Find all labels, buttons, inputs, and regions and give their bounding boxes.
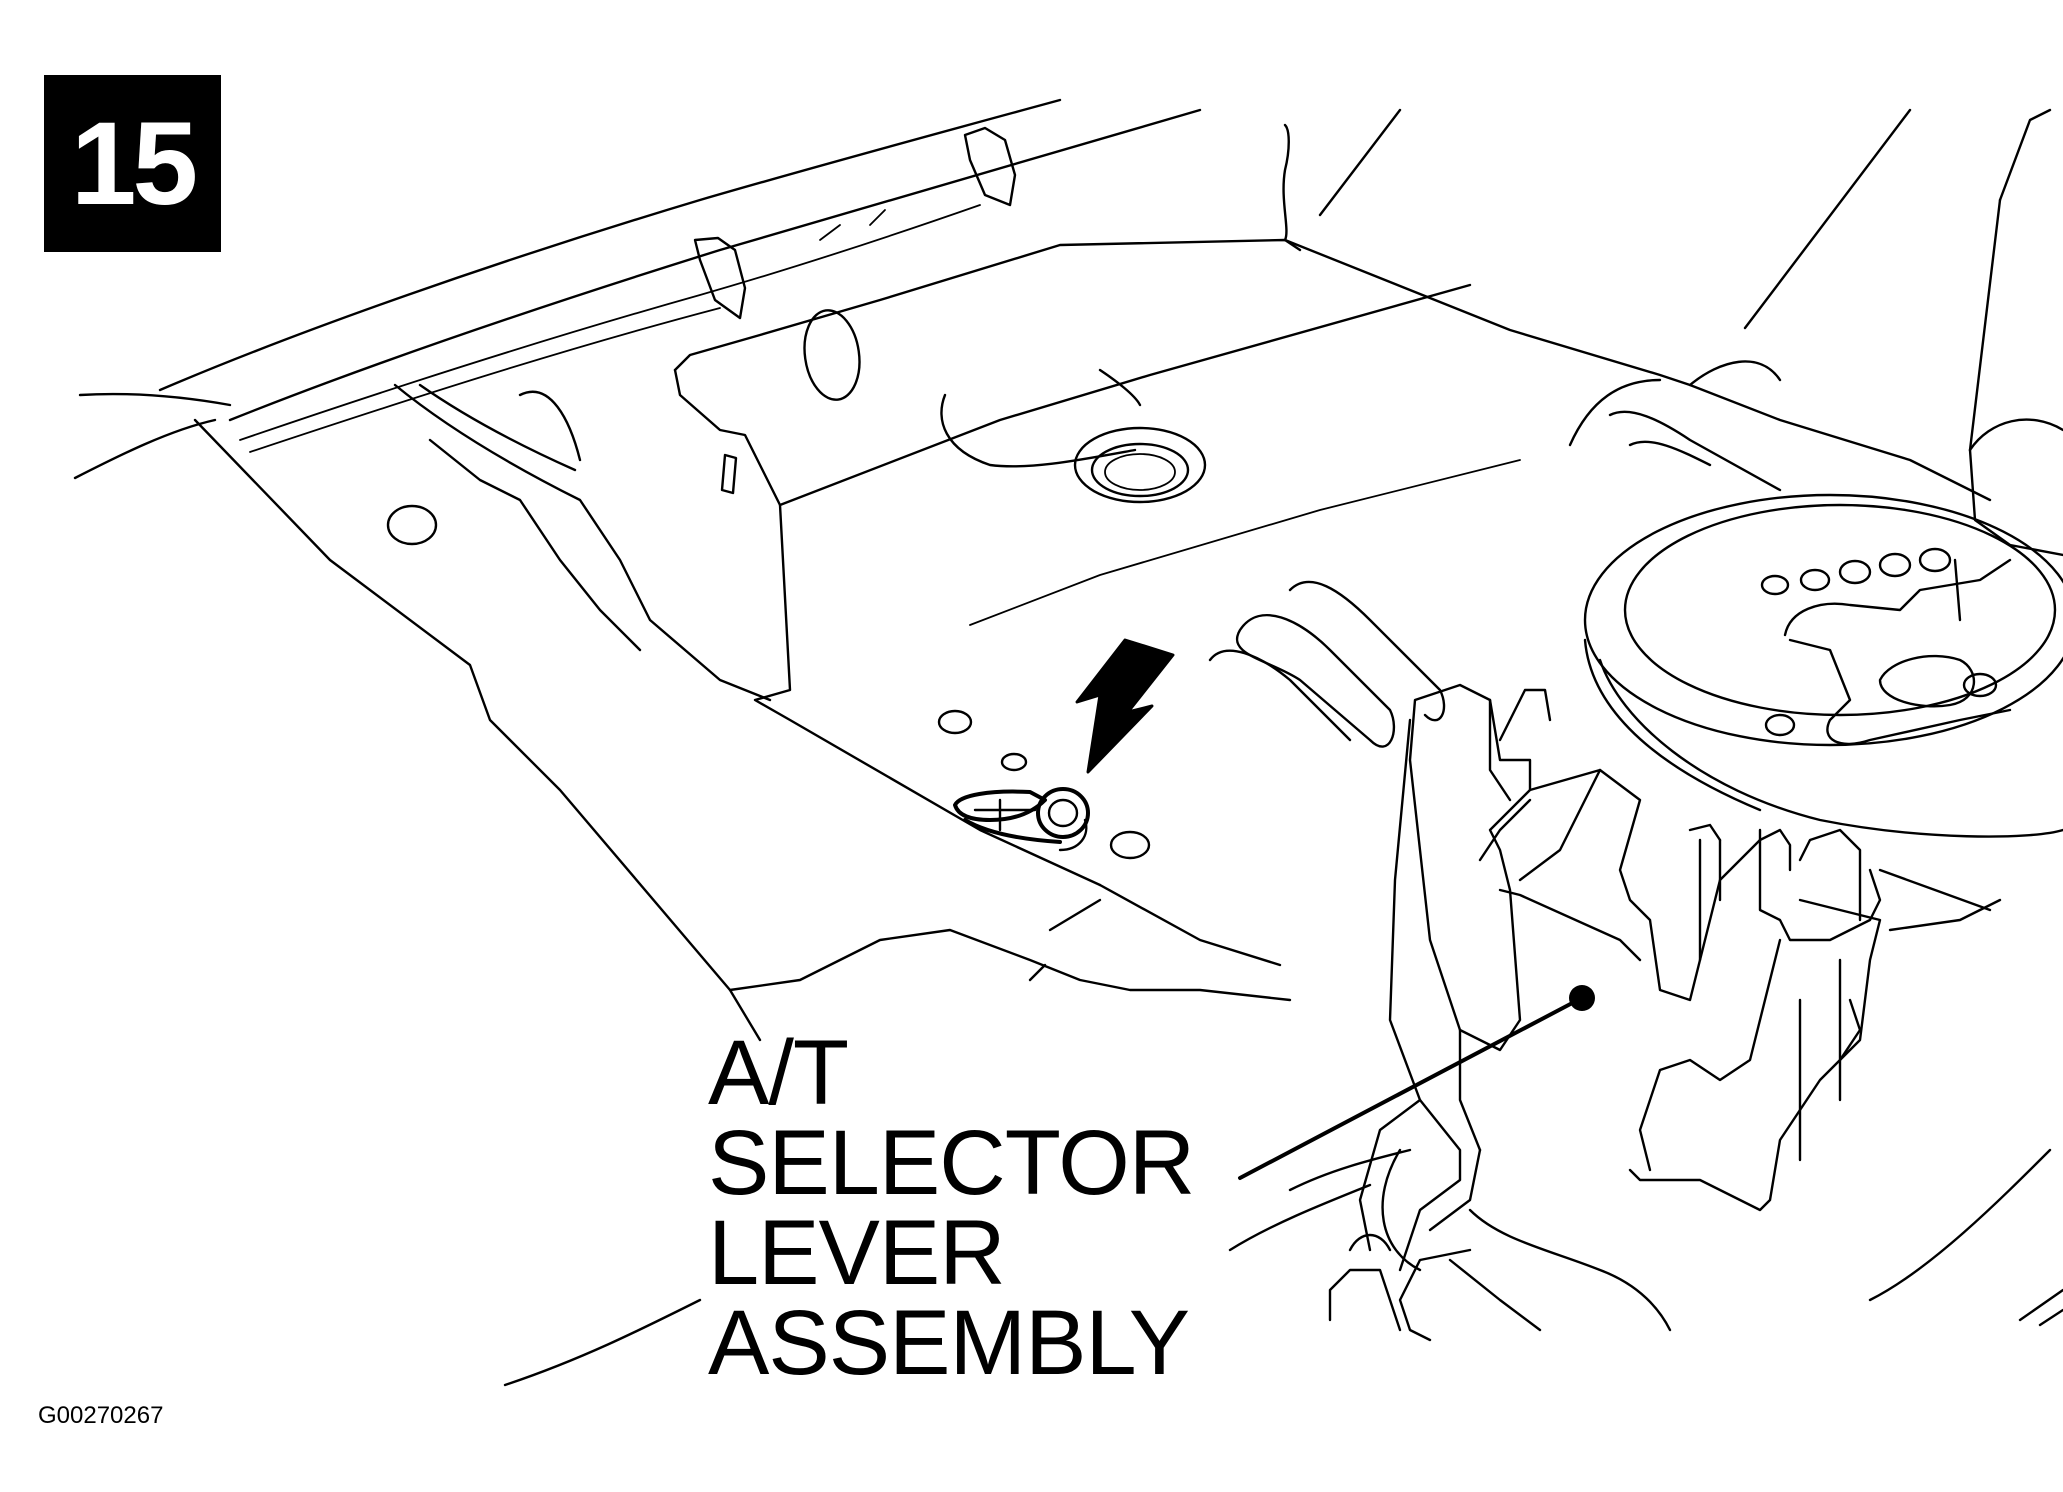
callout-leader <box>1238 985 1595 1180</box>
callout-line-1: A/T <box>708 1022 849 1124</box>
callout-label: A/T SELECTOR LEVER ASSEMBLY <box>708 1022 1195 1394</box>
selector-lever-assembly <box>1583 108 2063 838</box>
cross-member <box>386 309 1142 702</box>
callout-line-4: ASSEMBLY <box>708 1292 1190 1394</box>
rail-clips <box>693 126 1017 320</box>
dot-icon <box>1569 985 1595 1011</box>
floor-tunnel <box>193 123 1992 1042</box>
upper-left-panel-lines <box>73 98 1202 480</box>
lower-right-floor-lines <box>1228 718 2063 1342</box>
selector-bracket <box>1408 683 1882 1212</box>
step-number-badge: 15 <box>44 75 221 252</box>
arrow-icon <box>1075 638 1175 774</box>
floor-plug <box>1073 426 1207 504</box>
callout-line-3: LEVER <box>708 1202 1006 1304</box>
step-number: 15 <box>70 97 198 230</box>
callout-line-2: SELECTOR <box>708 1112 1195 1214</box>
bolt-area <box>937 709 1151 860</box>
figure-id: G00270267 <box>38 1402 164 1429</box>
upper-right-body-lines <box>1318 108 1912 447</box>
floor-slots <box>1208 410 1782 748</box>
lower-left-floor-lines <box>503 963 1047 1387</box>
